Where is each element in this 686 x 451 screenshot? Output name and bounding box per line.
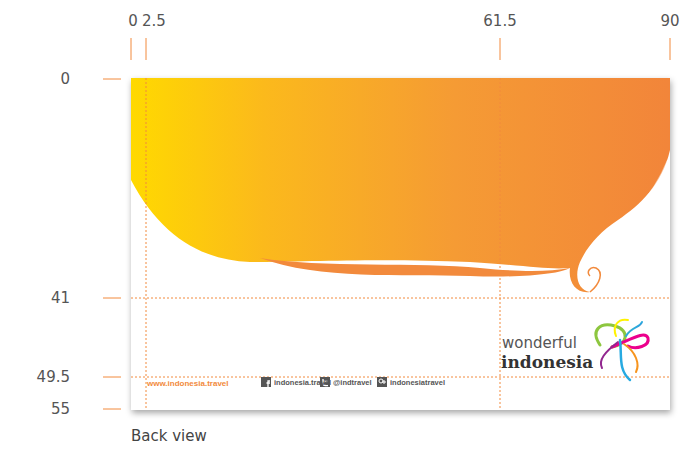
dimension-ticks xyxy=(103,38,670,409)
logo-word: wonderful xyxy=(502,336,577,351)
social-handle: indonesiatravel xyxy=(390,379,445,387)
dimension-value: 0 xyxy=(60,72,70,87)
dimension-value: 55 xyxy=(51,402,70,417)
guide-lines xyxy=(131,78,670,410)
swoosh-graphic xyxy=(131,78,670,292)
social-handle: indonesia.travel xyxy=(274,379,331,387)
swoosh-tail xyxy=(260,258,570,277)
logo-word: indonesia xyxy=(501,354,593,371)
dimension-value: 61.5 xyxy=(483,14,516,29)
card xyxy=(131,78,670,410)
social-handle: @indtravel xyxy=(333,379,372,387)
dimension-value: 0 xyxy=(128,14,138,29)
logo-swirl xyxy=(596,320,648,380)
dimension-value: 90 xyxy=(660,14,679,29)
dimension-value: 41 xyxy=(51,291,70,306)
swoosh-highlight xyxy=(600,160,668,240)
dimension-value: 2.5 xyxy=(142,14,166,29)
swoosh-curl xyxy=(588,268,600,292)
view-caption: Back view xyxy=(131,429,207,444)
website-url: www.indonesia.travel xyxy=(147,380,229,388)
social-icons xyxy=(261,377,387,387)
dimension-value: 49.5 xyxy=(37,370,70,385)
